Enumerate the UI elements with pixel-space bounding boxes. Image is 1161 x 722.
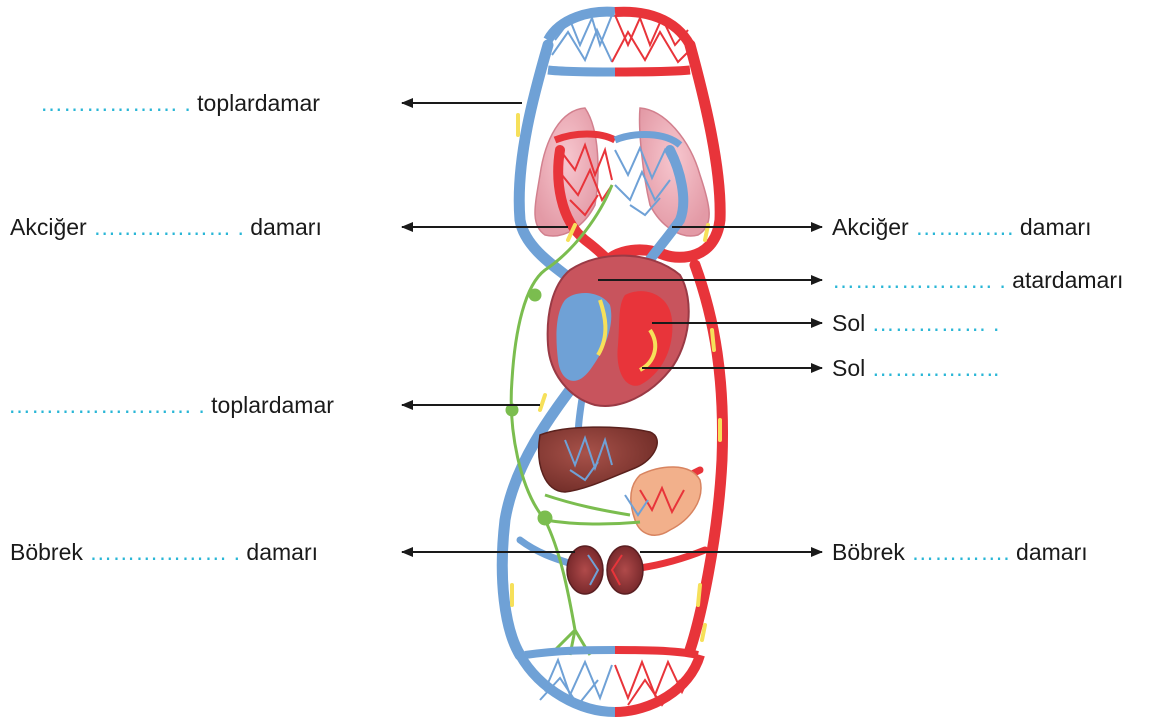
label-suffix: atardamarı: [1006, 267, 1124, 293]
label-prefix: Akciğer: [10, 214, 93, 240]
lower-capillary-network: [520, 650, 700, 712]
label-suffix: damarı: [240, 539, 318, 565]
label-prefix: Böbrek: [832, 539, 911, 565]
blank-dots[interactable]: ……………..: [872, 355, 1000, 381]
label-aorta: ………………… . atardamarı: [832, 266, 1123, 294]
label-pulmonary-artery: Akciğer ……………… . damarı: [10, 213, 322, 241]
label-suffix: toplardamar: [191, 90, 320, 116]
label-pulmonary-vein: Akciğer …………. damarı: [832, 213, 1091, 241]
upper-capillary-network: [548, 12, 690, 72]
intestine: [625, 467, 701, 535]
label-renal-artery: Böbrek …………. damarı: [832, 538, 1088, 566]
label-left-atrium: Sol …………… .: [832, 309, 999, 337]
label-prefix: Sol: [832, 355, 872, 381]
label-upper-vena-cava: ……………… . toplardamar: [40, 89, 320, 117]
label-prefix: Akciğer: [832, 214, 915, 240]
blank-dots[interactable]: ………….: [915, 214, 1013, 240]
label-renal-vein: Böbrek ……………… . damarı: [10, 538, 318, 566]
blank-dots[interactable]: ……………… .: [40, 90, 191, 116]
heart: [548, 256, 689, 406]
label-prefix: Böbrek: [10, 539, 89, 565]
kidneys: [567, 546, 643, 594]
blank-dots[interactable]: ……………… .: [89, 539, 240, 565]
label-suffix: damarı: [1013, 214, 1091, 240]
label-suffix: damarı: [244, 214, 322, 240]
label-lower-vena-cava: …………………… . toplardamar: [8, 391, 334, 419]
blank-dots[interactable]: …………………… .: [8, 392, 205, 418]
blank-dots[interactable]: ………….: [911, 539, 1009, 565]
label-suffix: damarı: [1010, 539, 1088, 565]
label-suffix: toplardamar: [205, 392, 334, 418]
blank-dots[interactable]: …………… .: [872, 310, 1000, 336]
blank-dots[interactable]: ……………… .: [93, 214, 244, 240]
blank-dots[interactable]: ………………… .: [832, 267, 1006, 293]
label-prefix: Sol: [832, 310, 872, 336]
label-left-ventricle: Sol ……………..: [832, 354, 999, 382]
